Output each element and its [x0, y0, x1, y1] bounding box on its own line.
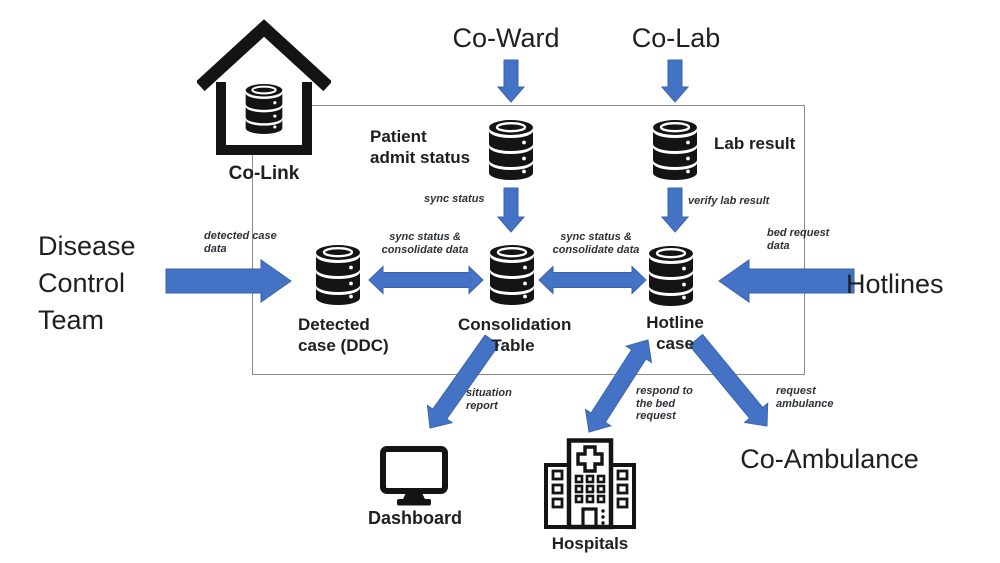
co-link-label: Co-Link: [228, 163, 300, 184]
verify-lab-result-edge-label: verify lab result: [688, 195, 770, 207]
monitor-icon: [380, 446, 448, 506]
situation-report-edge-label: situation report: [466, 387, 512, 412]
house-database-icon: [197, 19, 331, 155]
arrow-disease-control-to-ddc: [165, 259, 292, 303]
hotline-case-database-icon: [647, 245, 695, 307]
arrow-hotline-hospitals-bidir: [584, 339, 653, 433]
sync-consolidate-right-edge-label: sync status & consolidate data: [552, 231, 640, 256]
lab-result-database-icon: [651, 119, 699, 181]
hotline-case-label: Hotline case: [646, 313, 704, 353]
request-ambulance-edge-label: request ambulance: [776, 385, 834, 410]
detected-case-database-icon: [314, 244, 362, 306]
sync-status-edge-label: sync status: [424, 193, 485, 205]
co-lab-label: Co-Lab: [631, 23, 721, 53]
bed-request-data-edge-label: bed request data: [767, 227, 830, 252]
hotlines-label: Hotlines: [846, 269, 944, 299]
sync-consolidate-left-edge-label: sync status & consolidate data: [381, 231, 469, 256]
arrow-lab-db-to-hotline-case: [660, 187, 690, 233]
arrow-hotlines-to-hotline-case: [718, 259, 855, 303]
patient-admit-status-database-icon: [487, 119, 535, 181]
detected-case-data-edge-label: detected case data: [204, 230, 277, 255]
arrow-patient-db-to-consolidation: [496, 187, 526, 233]
lab-result-label: Lab result: [714, 134, 796, 153]
co-ward-label: Co-Ward: [452, 23, 560, 53]
arrow-consolidation-hotline-sync: [538, 265, 647, 295]
co-ambulance-label: Co-Ambulance: [740, 444, 919, 474]
hospitals-label: Hospitals: [551, 534, 629, 553]
arrow-consolidation-to-dashboard: [426, 334, 500, 429]
disease-control-team-label: Disease Control Team: [38, 231, 136, 335]
arrow-co-lab-to-lab-db: [660, 59, 690, 103]
consolidation-table-database-icon: [488, 244, 536, 306]
system-boundary-box: [252, 105, 805, 375]
arrow-hotline-to-co-ambulance: [688, 333, 769, 427]
hospital-building-icon: [544, 438, 636, 530]
consolidation-table-label: Consolidation Table: [458, 315, 572, 355]
arrow-ddc-consolidation-sync: [368, 265, 484, 295]
detected-case-ddc-label: Detected case (DDC): [298, 315, 389, 355]
patient-admit-status-label: Patient admit status: [370, 127, 471, 167]
arrow-co-ward-to-patient-db: [496, 59, 526, 103]
dashboard-label: Dashboard: [368, 508, 463, 528]
respond-bed-request-edge-label: respond to the bed request: [636, 385, 693, 422]
